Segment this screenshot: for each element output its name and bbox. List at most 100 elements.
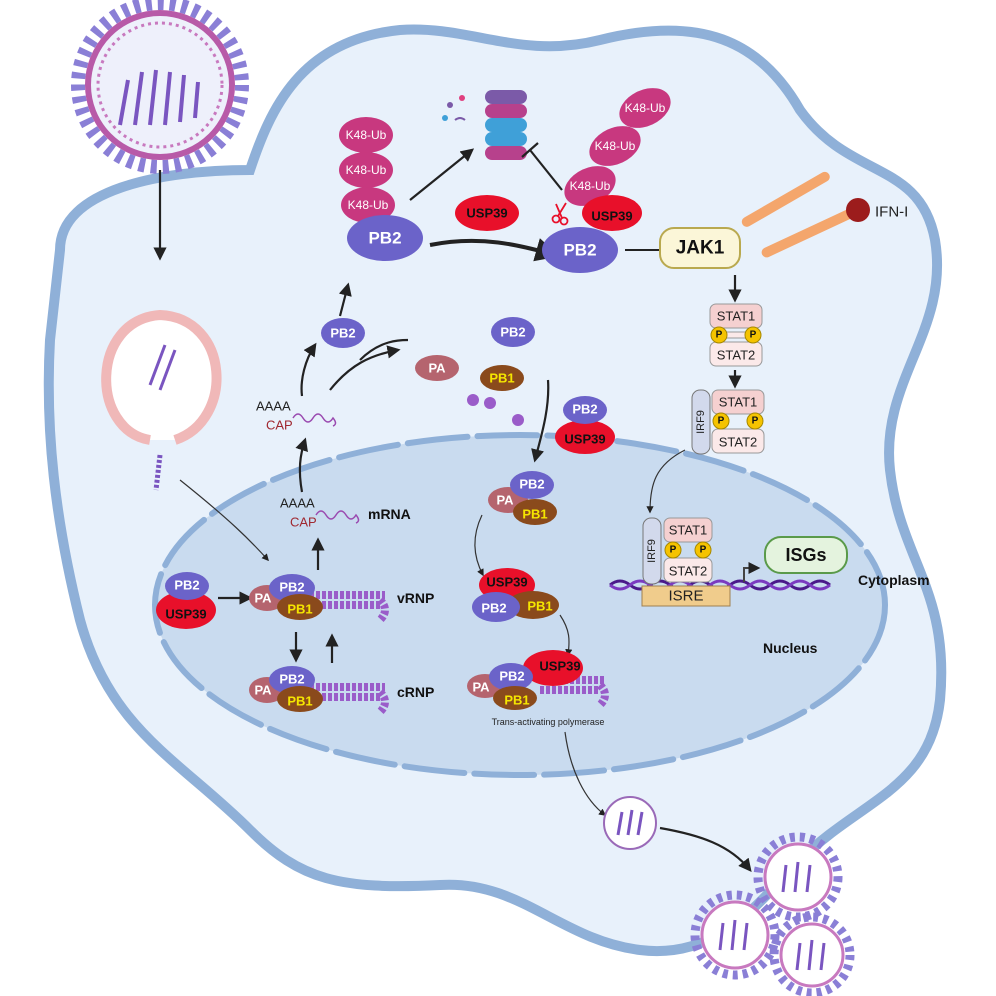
progeny-virions [690, 832, 855, 996]
pb1-label: PB1 [504, 693, 529, 708]
inhibition-bar [521, 142, 563, 191]
arrow-import [531, 379, 550, 463]
pb2-usp39-nucleus: USP39 PB2 [156, 572, 216, 629]
isre-label: ISRE [668, 588, 703, 605]
stat2-label: STAT2 [669, 564, 708, 579]
cap-label: CAP [266, 418, 293, 433]
k48-label: K48-Ub [595, 139, 636, 153]
degradation-arrow [409, 148, 475, 201]
proteasome [442, 90, 527, 160]
usp39-label: USP39 [539, 659, 580, 674]
arrow-pb2-up [338, 282, 352, 317]
usp39-free [455, 195, 519, 231]
stat2-label: STAT2 [719, 435, 758, 450]
p-label: P [750, 330, 757, 341]
vrnp: PA PB2 PB1 [249, 574, 389, 623]
pb2-usp39-complex: USP39 PB2 [542, 195, 642, 273]
pa-label: PA [254, 683, 272, 698]
pb2-label: PB2 [572, 402, 597, 417]
progeny-vesicle [603, 796, 657, 850]
arrow-to-nucleus [646, 449, 686, 514]
translated-proteins: PB2 PB2 PA PB1 [321, 317, 535, 426]
trans-activating-label: Trans-activating polymerase [492, 717, 605, 727]
pb2-label: PB2 [519, 477, 544, 492]
nuclear-mrna: AAAA CAP [280, 496, 360, 530]
pa-label: PA [496, 493, 514, 508]
irf9-label: IRF9 [695, 410, 707, 434]
isgs-box [764, 536, 848, 574]
arrow-budding [659, 826, 752, 873]
usp39-polymerase: USP39 PB1 PB2 [472, 568, 559, 622]
pb2-label: PB2 [279, 672, 304, 687]
pb1-label: PB1 [489, 371, 514, 386]
pb2-label: PB2 [563, 241, 596, 260]
stat1-label: STAT1 [717, 309, 756, 324]
ifn-label: IFN-I [875, 204, 908, 221]
pb2-usp39-cytoplasm: USP39 PB2 [555, 396, 615, 454]
vrnp-import-arrow [179, 479, 269, 562]
nucleus-label: Nucleus [763, 640, 818, 656]
stat1-label: STAT1 [669, 523, 708, 538]
scissors-icon [551, 202, 569, 226]
pb2-label: PB2 [499, 669, 524, 684]
jak1-label: JAK1 [676, 238, 725, 259]
pb1-label: PB1 [522, 507, 547, 522]
pa-label: PA [428, 361, 446, 376]
jak1-box [659, 227, 741, 269]
p-label: P [718, 416, 725, 427]
p-label: P [752, 416, 759, 427]
arrow-translation [329, 340, 408, 391]
p-label: P [700, 545, 707, 556]
arrow-mrna-up [300, 342, 317, 397]
pb1-label: PB1 [527, 599, 552, 614]
pa-label: PA [254, 591, 272, 606]
k48-label: K48-Ub [346, 128, 387, 142]
pb1-label: PB1 [287, 602, 312, 617]
pb2-label: PB2 [500, 325, 525, 340]
usp39-label: USP39 [165, 607, 206, 622]
arrow-packaging [564, 731, 607, 816]
usp39-label: USP39 [564, 432, 605, 447]
pb2-label: PB2 [279, 580, 304, 595]
aaaa-label: AAAA [256, 399, 291, 414]
pb2-label: PB2 [481, 601, 506, 616]
irf9-label: IRF9 [646, 539, 658, 563]
stat2-label: STAT2 [717, 348, 756, 363]
endosome [101, 309, 222, 491]
usp39-label: USP39 [486, 575, 527, 590]
usp39-label: USP39 [591, 209, 632, 224]
trans-activating-polymerase: USP39 PA PB2 PB1 [467, 650, 609, 710]
usp39-label: USP39 [466, 206, 507, 221]
ifn-receptor: IFN-I [741, 171, 908, 258]
aaaa-label: AAAA [280, 496, 315, 511]
p-label: P [716, 330, 723, 341]
crnp: PA PB2 PB1 [249, 666, 389, 715]
arrow-assembly-2 [559, 614, 573, 657]
mrna-label: mRNA [368, 506, 411, 522]
arrow-mrna-export [295, 437, 308, 493]
crnp-label: cRNP [397, 684, 434, 700]
pb2-label: PB2 [330, 326, 355, 341]
k48-label: K48-Ub [348, 198, 389, 212]
p-label: P [670, 545, 677, 556]
polymerase-trimer: PA PB2 PB1 [488, 471, 557, 525]
pb2-label: PB2 [368, 229, 401, 248]
cap-label: CAP [290, 515, 317, 530]
cytoplasm-label: Cytoplasm [858, 572, 930, 588]
influenza-virion [71, 0, 249, 174]
pb1-label: PB1 [287, 694, 312, 709]
pa-label: PA [472, 680, 490, 695]
isgs-label: ISGs [785, 545, 826, 565]
k48-label: K48-Ub [346, 163, 387, 177]
ubiquitinated-pb2: K48-Ub K48-Ub K48-Ub PB2 [339, 117, 423, 261]
k48-label: K48-Ub [570, 179, 611, 193]
vrnp-label: vRNP [397, 590, 434, 606]
stat1-label: STAT1 [719, 395, 758, 410]
cytoplasmic-mrna: AAAA CAP [256, 399, 337, 433]
pb2-label: PB2 [174, 578, 199, 593]
k48-label: K48-Ub [625, 101, 666, 115]
